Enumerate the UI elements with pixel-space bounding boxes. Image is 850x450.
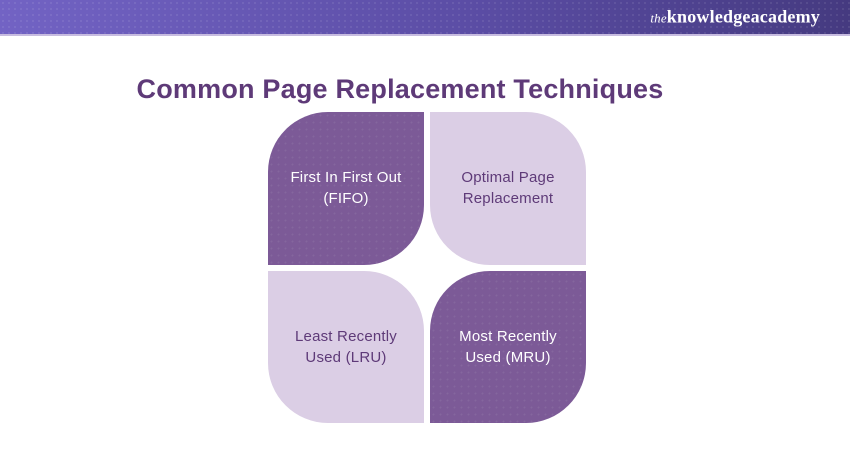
tile-mru-label-line2: Used (MRU): [465, 348, 551, 366]
tile-fifo-label-line2: (FIFO): [323, 190, 369, 208]
page-title: Common Page Replacement Techniques: [136, 74, 664, 105]
brand-logo-academy: academy: [750, 6, 820, 27]
tile-fifo: First In First Out (FIFO): [268, 112, 424, 265]
tile-optimal-page-replacement: Optimal Page Replacement: [430, 112, 586, 265]
brand-logo-knowledge: knowledge: [666, 6, 751, 27]
tile-lru: Least Recently Used (LRU): [268, 270, 424, 423]
tile-fifo-label-line1: First In First Out: [290, 169, 402, 187]
tile-optimal-label-line2: Replacement: [462, 190, 554, 208]
tile-mru: Most Recently Used (MRU): [430, 270, 586, 423]
tile-optimal-label-line1: Optimal Page: [461, 169, 555, 187]
brand-logo-the: the: [650, 10, 667, 26]
brand-logo: theknowledgeacademy: [650, 7, 820, 28]
tile-mru-label-line1: Most Recently: [459, 327, 557, 345]
quadrant-diagram: First In First Out (FIFO) Optimal Page R…: [268, 112, 586, 423]
tile-lru-label-line1: Least Recently: [294, 327, 398, 345]
header-bar: theknowledgeacademy: [0, 0, 850, 36]
tile-lru-label-line2: Used (LRU): [305, 348, 387, 366]
